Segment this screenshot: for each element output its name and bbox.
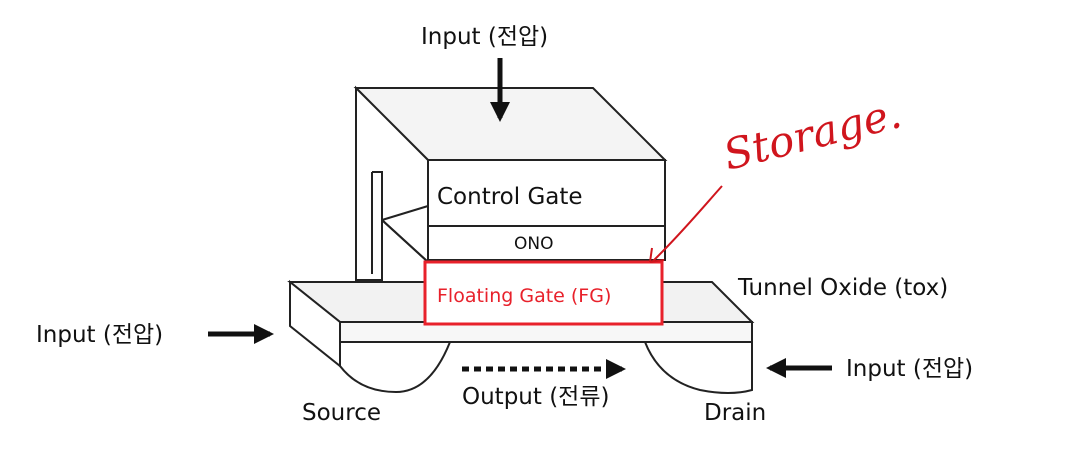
- input-top-label: Input (전압): [421, 24, 548, 50]
- input-right-label: Input (전압): [846, 356, 973, 382]
- floating-gate-label: Floating Gate (FG): [437, 285, 611, 307]
- control-gate-wrap: [353, 85, 668, 281]
- input-left-label: Input (전압): [36, 322, 163, 348]
- control-gate-block: [427, 159, 666, 227]
- source-well: [339, 341, 452, 394]
- floating-gate-block: [423, 260, 664, 326]
- storage-annotation: Storage.: [719, 88, 907, 179]
- annotation-pointer-line: [651, 185, 723, 263]
- ono-label: ONO: [514, 234, 553, 254]
- drain-label: Drain: [704, 400, 766, 426]
- tunnel-oxide-label: Tunnel Oxide (tox): [737, 275, 948, 301]
- source-label: Source: [302, 400, 381, 426]
- drain-well: [643, 341, 753, 394]
- output-label: Output (전류): [462, 384, 609, 410]
- ono-layer: [427, 225, 666, 261]
- control-gate-label: Control Gate: [437, 184, 583, 210]
- annotation-pointer-head: [649, 247, 665, 263]
